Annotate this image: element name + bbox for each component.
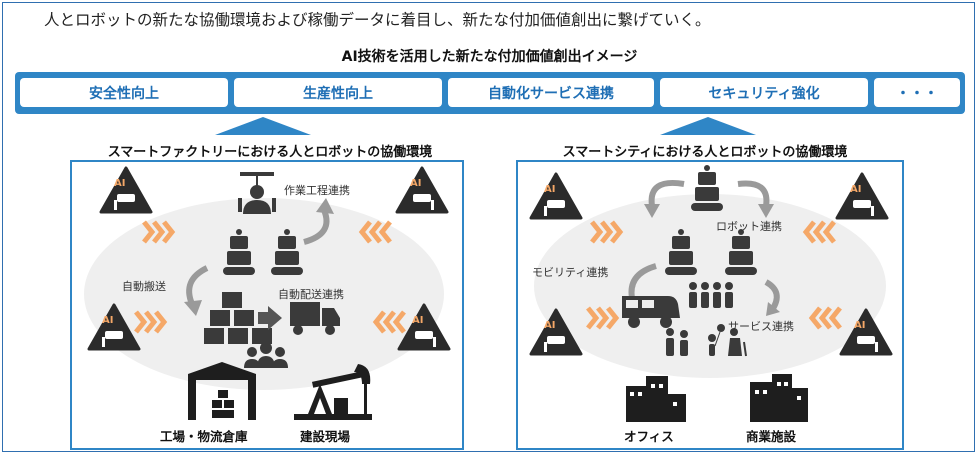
commercial-building-icon <box>750 374 808 422</box>
ai-warning-icon <box>839 308 893 356</box>
ai-warning-icon <box>835 172 889 220</box>
curved-arrow-icon <box>186 265 209 306</box>
site-label-factory: 工場・物流倉庫 <box>160 429 248 444</box>
value-security: セキュリティ強化 <box>660 78 868 107</box>
left-pointer-triangle <box>215 117 311 135</box>
right-pointer-triangle <box>660 117 756 135</box>
vehicle-icon <box>622 296 680 328</box>
people-group-icon <box>244 342 288 368</box>
left-panel: 作業工程連携 自動搬送 自動配送連携 工場・物流倉庫 建設現場 <box>70 160 464 450</box>
chevron-left-icon <box>808 306 842 330</box>
office-building-icon <box>626 376 686 422</box>
right-panel-title: スマートシティにおける人とロボットの協働環境 <box>562 145 848 160</box>
value-productivity: 生産性向上 <box>234 78 442 107</box>
family-icon <box>666 328 688 356</box>
crowd-icon <box>689 282 733 308</box>
warehouse-icon <box>188 362 256 420</box>
ai-badge-text: AI <box>412 315 424 326</box>
robot-icon <box>691 165 723 211</box>
headline: 人とロボットの新たな協働環境および稼働データに着目し、新たな付加価値創出に繋げて… <box>44 11 711 29</box>
value-automation: 自動化サービス連携 <box>448 78 654 107</box>
robot-icon <box>725 229 757 275</box>
ai-warning-icon <box>99 166 153 214</box>
service-link-label: サービス連携 <box>728 320 794 333</box>
ai-badge-text: AI <box>850 184 862 195</box>
curved-arrow-icon <box>628 263 657 299</box>
curved-arrow-icon <box>648 180 685 207</box>
ai-warning-icon <box>395 166 449 214</box>
value-more: ・・・ <box>874 78 960 107</box>
truck-icon <box>290 302 340 335</box>
child-balloon-icon <box>708 324 725 356</box>
ai-badge-text: AI <box>410 178 422 189</box>
value-bar: 安全性向上 生産性向上 自動化サービス連携 セキュリティ強化 ・・・ <box>15 72 965 114</box>
auto-delivery-label: 自動配送連携 <box>278 288 344 301</box>
left-ellipse <box>84 198 444 390</box>
chevron-right-icon <box>142 220 176 244</box>
construction-icon <box>294 364 372 420</box>
ai-warning-icon <box>529 172 583 220</box>
boxes-icon <box>204 292 272 344</box>
worker-icon <box>238 172 276 214</box>
right-panel: ロボット連携 モビリティ連携 サービス連携 オフィス 商業施設 <box>516 160 904 450</box>
curved-arrow-icon <box>737 180 770 207</box>
subtitle: AI技術を活用した新たな付加価値創出イメージ <box>341 49 638 65</box>
elderly-icon <box>728 328 747 357</box>
left-panel-title: スマートファクトリーにおける人とロボットの協働環境 <box>107 145 433 160</box>
robot-icon <box>665 229 697 275</box>
ai-warning-icon <box>87 303 141 351</box>
robot-icon <box>223 229 255 275</box>
ai-warning-icon <box>529 308 583 356</box>
chevron-left-icon <box>358 220 392 244</box>
chevron-left-icon <box>802 220 836 244</box>
site-label-commercial: 商業施設 <box>746 429 797 444</box>
site-label-office: オフィス <box>624 429 674 444</box>
robot-link-label: ロボット連携 <box>716 220 782 233</box>
arrow-right-icon <box>258 306 282 330</box>
ai-badge-text: AI <box>544 184 556 195</box>
auto-transport-label: 自動搬送 <box>122 280 166 293</box>
chevron-right-icon <box>134 310 168 334</box>
right-ellipse <box>534 194 886 378</box>
site-label-construction: 建設現場 <box>300 429 351 444</box>
mobility-link-label: モビリティ連携 <box>532 266 609 279</box>
ai-badge-text: AI <box>102 315 114 326</box>
ai-warning-icon <box>397 303 451 351</box>
value-safety: 安全性向上 <box>20 78 228 107</box>
curved-arrow-icon <box>303 208 330 245</box>
ai-badge-text: AI <box>544 320 556 331</box>
ai-badge-text: AI <box>854 320 866 331</box>
process-link-label: 作業工程連携 <box>284 184 350 197</box>
ai-badge-text: AI <box>114 178 126 189</box>
chevron-right-icon <box>590 220 624 244</box>
chevron-right-icon <box>586 306 620 330</box>
robot-icon <box>271 229 303 275</box>
chevron-left-icon <box>372 310 406 334</box>
